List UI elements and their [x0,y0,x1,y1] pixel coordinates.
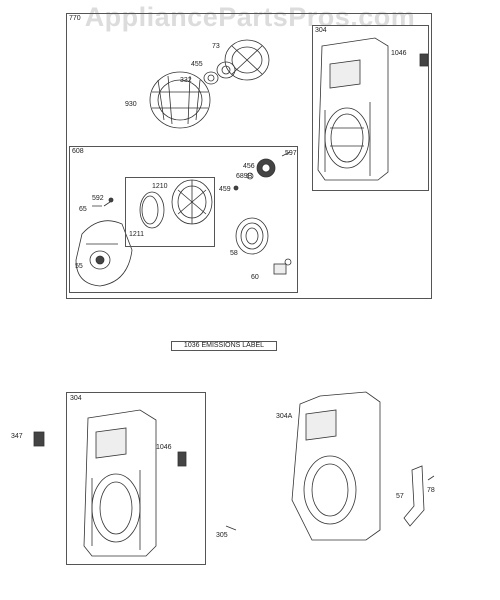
bracket-57-drawing [403,465,425,527]
housing-304-bottom-drawing [83,409,157,557]
box-770 [66,13,432,299]
part-label-597: 597 [285,150,297,157]
part-label-456: 456 [243,163,255,170]
part-label-347: 347 [11,433,23,440]
box-label-304-top: 304 [314,27,328,34]
box-label-304-bottom: 304 [69,395,83,402]
part-label-304a: 304A [276,413,293,420]
handle-60-drawing [273,258,292,275]
part-689b-drawing [246,172,254,180]
part-597-drawing [281,151,291,157]
rope-1211-drawing [139,191,165,229]
part-label-1211: 1211 [129,231,145,238]
housing-304a-drawing [291,391,381,541]
part-label-78: 78 [427,487,435,494]
part-label-73: 73 [212,43,220,50]
part-78-drawing [427,475,435,481]
part-label-1046-top: 1046 [391,50,407,57]
part-label-930: 930 [125,101,137,108]
starter-55-drawing [75,220,133,287]
box-608 [69,146,298,293]
part-label-1046-bottom: 1046 [156,444,172,451]
spring-58-drawing [235,217,269,255]
box-label-770: 770 [68,15,82,22]
part-label-592: 592 [92,195,104,202]
part-592-drawing [108,197,114,203]
part-456-drawing [256,158,276,178]
box-1210-inner [125,177,215,247]
part-label-459: 459 [219,186,231,193]
box-304-top [312,25,429,191]
part-label-332: 332 [180,77,192,84]
emissions-label-1036: 1036 EMISSIONS LABEL [171,341,277,351]
part-347-drawing [33,431,45,447]
part-label-65: 65 [79,206,87,213]
part-label-455: 455 [191,61,203,68]
clip-1046b-drawing [177,451,187,467]
watermark: AppliancePartsPros.com [84,2,416,32]
housing-304-top-drawing [317,37,389,181]
part-459-drawing [233,185,239,191]
pulley-1210-drawing [171,179,213,225]
part-label-55: 55 [75,263,83,270]
part-label-689b: 689B [236,173,253,180]
part-label-57: 57 [396,493,404,500]
box-304-bottom [66,392,206,565]
screw-65-drawing [92,201,111,207]
part-label-305: 305 [216,532,228,539]
ring-930-drawing [149,71,211,129]
box-label-608: 608 [71,148,85,155]
part-label-60: 60 [251,274,259,281]
part-label-1210: 1210 [152,183,168,190]
screw-305-drawing [225,525,237,531]
part-73-drawing [224,39,270,81]
part-label-58: 58 [230,250,238,257]
